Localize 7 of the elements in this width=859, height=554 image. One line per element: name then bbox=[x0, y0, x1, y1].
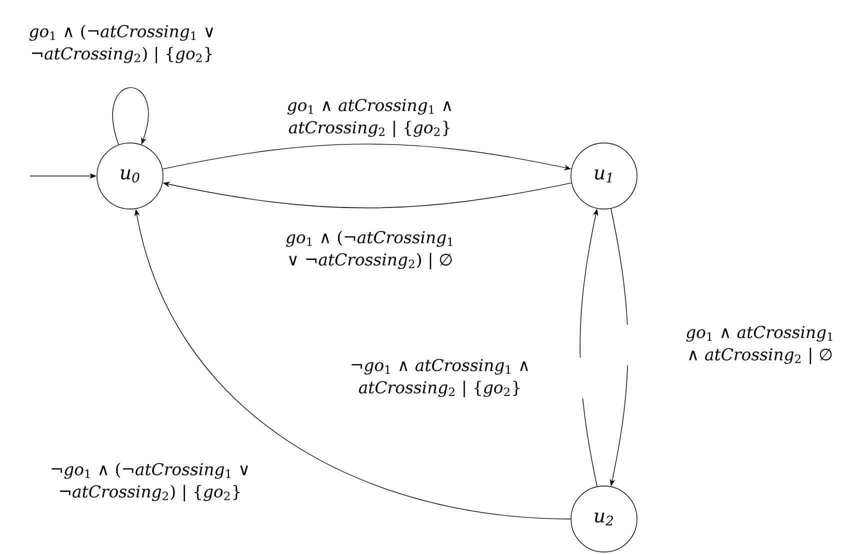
loop-arrow bbox=[112, 87, 149, 145]
edge-label: ¬go$_{1}$ ∧ (¬atCrossing$_{1}$ ∨ ¬atCrossing$_{2}$) | {go$_{2}$} bbox=[52, 462, 248, 502]
edge-label: ¬go$_{1}$ ∧ atCrossing$_{1}$ ∧ atCrossing$_{2}$ | {go$_{2}$} bbox=[352, 358, 528, 398]
edge-label: go$_{1}$ ∧ atCrossing$_{1}$ ∧ atCrossing$_{2}$ | {go$_{2}$} bbox=[287, 98, 452, 138]
edge-label: go$_{1}$ ∧ atCrossing$_{1}$ ∧ atCrossing$_{2}$ | ∅ bbox=[686, 326, 832, 364]
edge-label: go$_{1}$ ∧ (¬atCrossing$_{1}$ ∨ ¬atCrossing$_{2}$) | ∅ bbox=[286, 230, 452, 270]
edge-label: go$_{1}$ ∧ (¬atCrossing$_{1}$ ∨ ¬atCrossing$_{2}$) | {go$_{2}$} bbox=[29, 24, 214, 64]
